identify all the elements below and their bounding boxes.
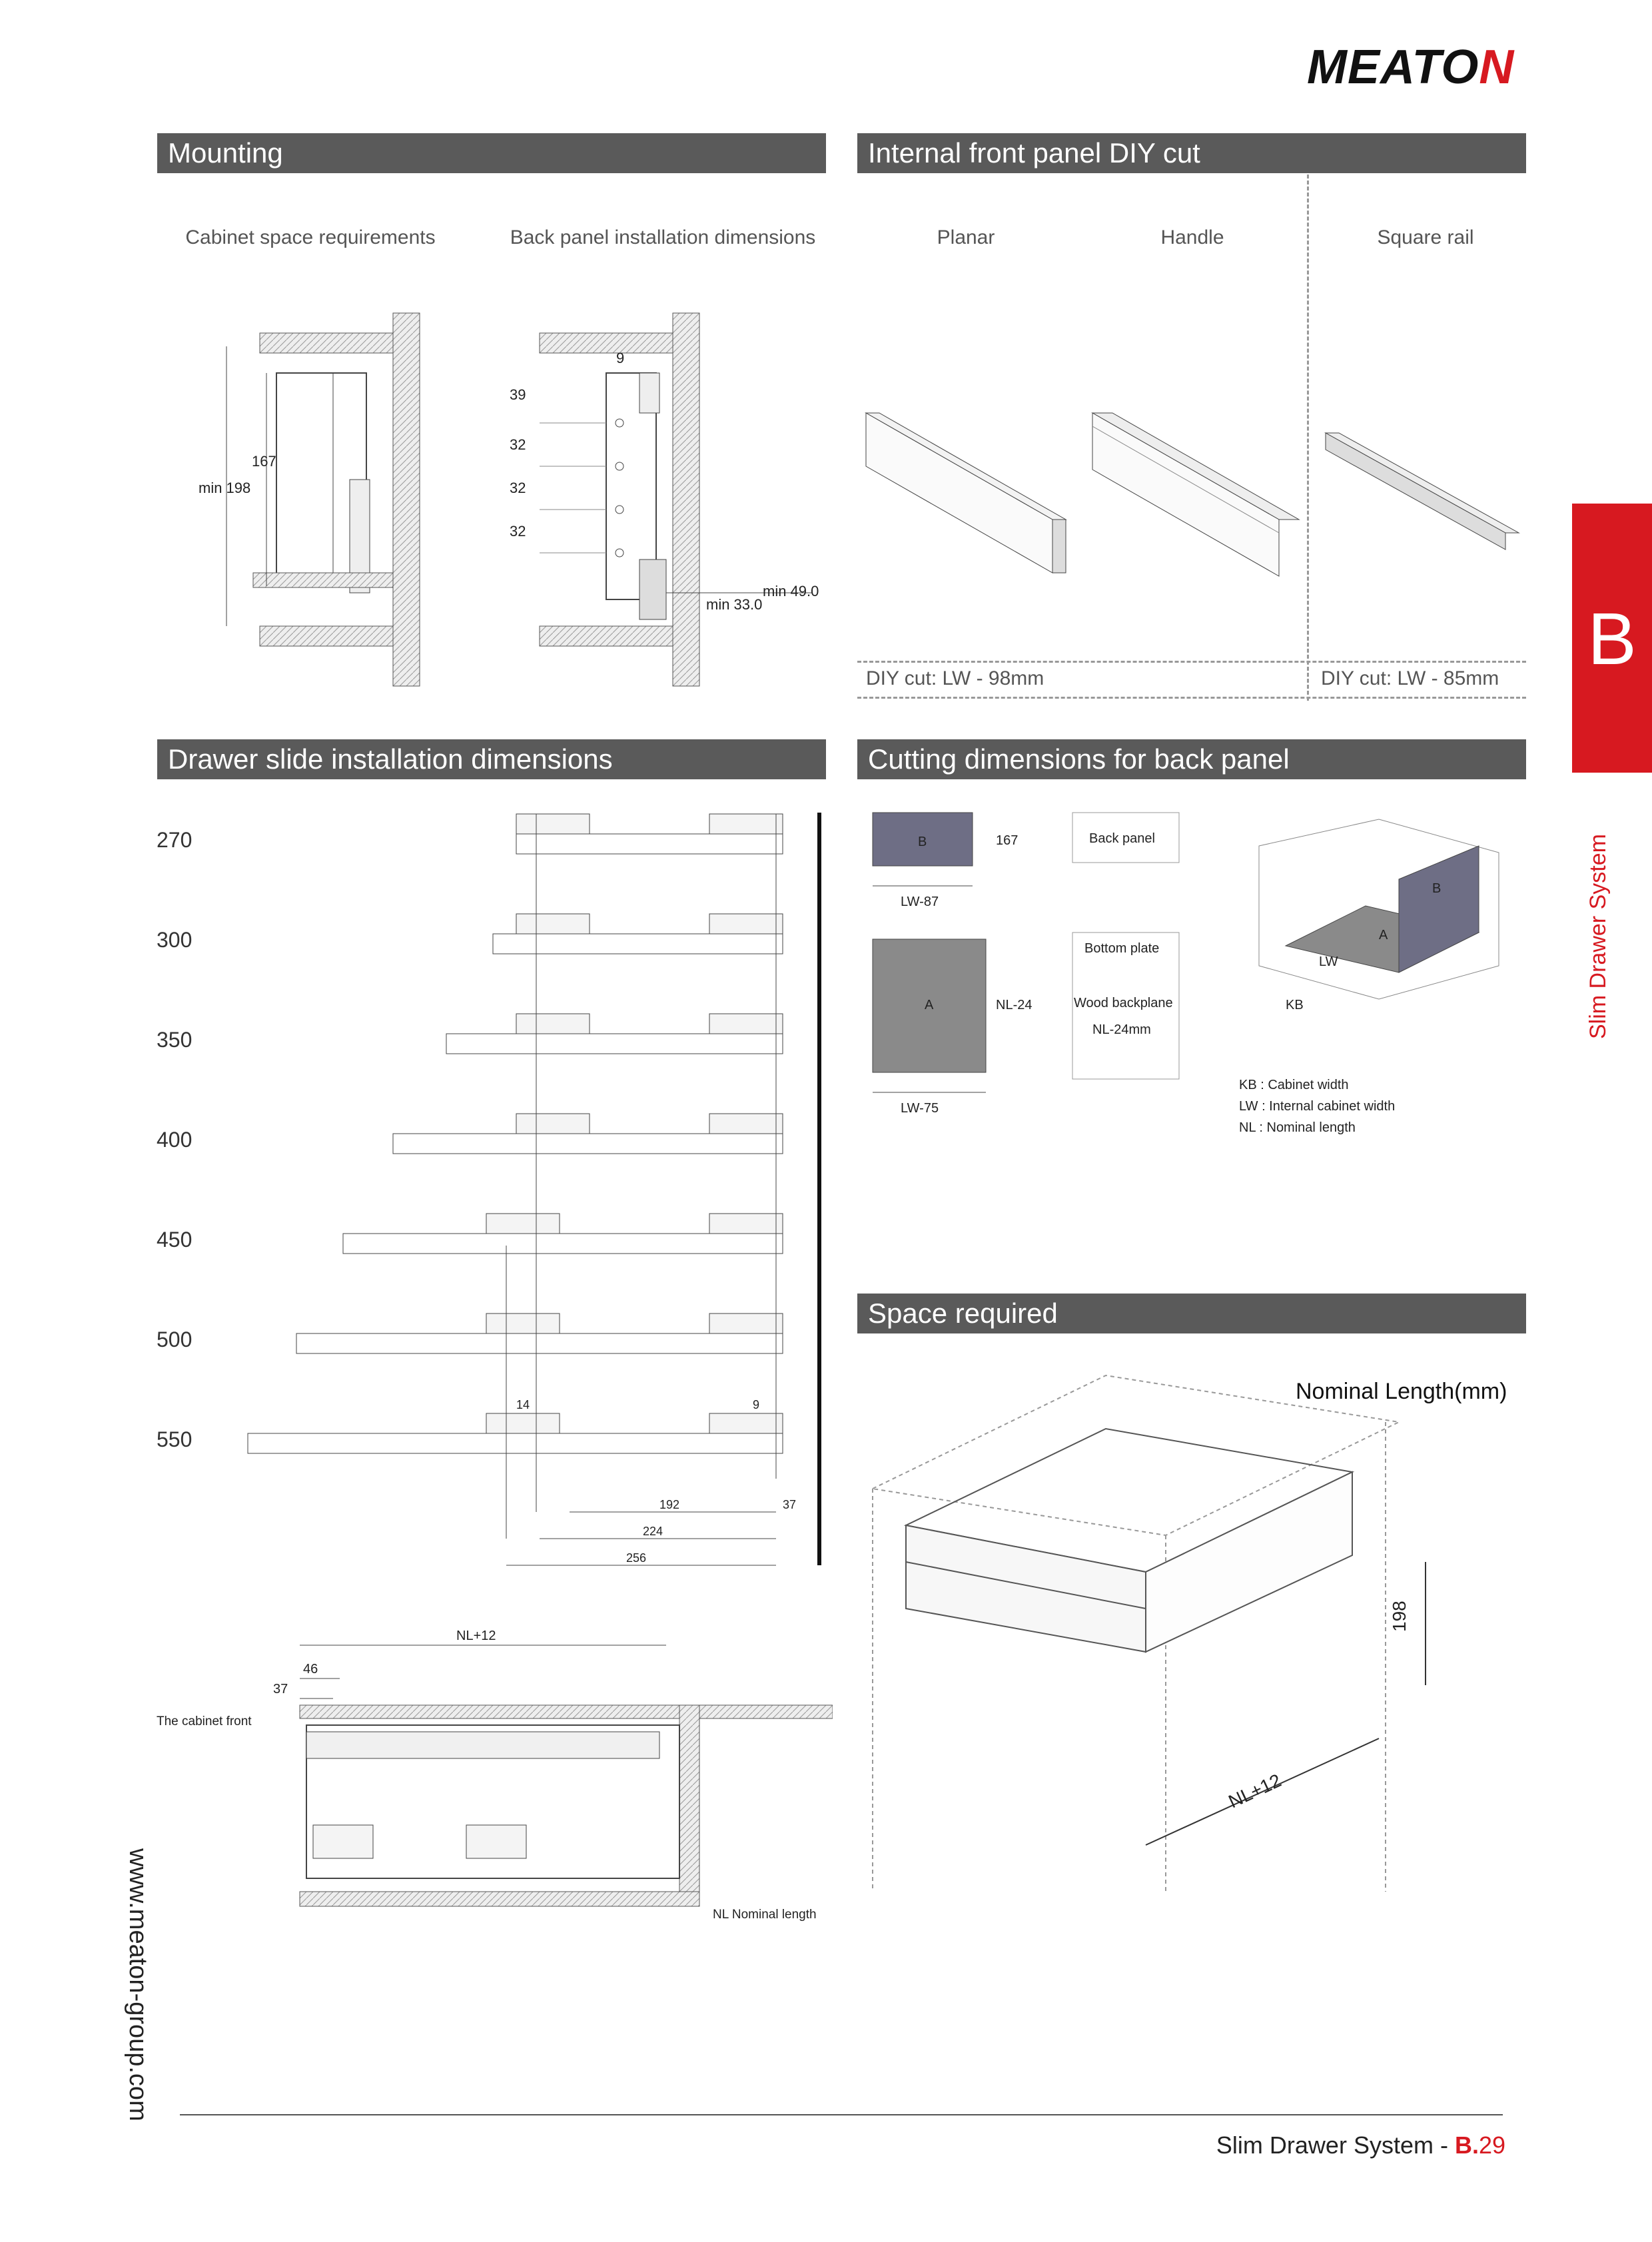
- legend-kb: KB : Cabinet width: [1239, 1078, 1349, 1092]
- dim-167: 167: [252, 453, 276, 470]
- diy-cut-lw98: DIY cut: LW - 98mm: [866, 667, 1044, 689]
- caption-square-rail: Square rail: [1377, 226, 1474, 248]
- size-500: 500: [157, 1327, 193, 1351]
- cabinet-front-drawing: NL+12 46 37 The cabinet front NL Nominal…: [157, 1629, 833, 1922]
- cutting-diagram: B 167 LW-87 A NL-24 LW-75 Back panel Bot…: [872, 812, 1499, 1135]
- dim-37b: 37: [273, 1682, 288, 1696]
- nominal-length-title: Nominal Length(mm): [1296, 1379, 1507, 1404]
- size-550: 550: [157, 1427, 193, 1451]
- dim-37: 37: [783, 1498, 796, 1511]
- iso-B: B: [1432, 881, 1441, 896]
- dim-39: 39: [510, 386, 526, 403]
- diy-panels: [865, 412, 1520, 577]
- caption-planar: Planar: [937, 226, 995, 248]
- side-title: Slim Drawer System: [1585, 834, 1611, 1039]
- dim-9b: 9: [753, 1398, 759, 1411]
- caption-cabinet-space: Cabinet space requirements: [185, 226, 436, 248]
- dim-nl12-space: NL+12: [1225, 1770, 1284, 1812]
- diy-cut-lw85: DIY cut: LW - 85mm: [1321, 667, 1499, 689]
- iso-A: A: [1379, 928, 1388, 942]
- size-270: 270: [157, 828, 193, 852]
- dim-14: 14: [516, 1398, 530, 1411]
- slide-drawings: 14 9 192 37 224 256: [247, 813, 821, 1566]
- iso-LW: LW: [1319, 954, 1338, 969]
- section-tab-B: B: [1572, 504, 1652, 773]
- dim-lw75: LW-75: [901, 1101, 939, 1116]
- dim-nl24: NL-24: [996, 998, 1032, 1012]
- size-350: 350: [157, 1028, 193, 1052]
- label-wood-2: NL-24mm: [1092, 1022, 1151, 1037]
- label-nl-nominal: NL Nominal length: [713, 1908, 817, 1922]
- dim-32c: 32: [510, 523, 526, 540]
- section-mounting: Mounting: [157, 133, 826, 173]
- size-400: 400: [157, 1128, 193, 1152]
- dim-224: 224: [643, 1525, 663, 1538]
- iso-KB: KB: [1286, 998, 1304, 1012]
- dim-lw87: LW-87: [901, 895, 939, 909]
- section-cutting-back: Cutting dimensions for back panel: [857, 739, 1526, 779]
- footer-rule: [180, 2114, 1503, 2115]
- brand-logo: MEATON: [1307, 41, 1515, 94]
- section-space-required: Space required: [857, 1294, 1526, 1333]
- legend-nl: NL : Nominal length: [1239, 1120, 1356, 1135]
- mounting-drawings: 167 min 198 9 39 32 32 32 min 49.0 min 3…: [199, 312, 819, 687]
- label-cabinet-front: The cabinet front: [157, 1714, 252, 1728]
- size-450: 450: [157, 1228, 193, 1252]
- section-slide-install: Drawer slide installation dimensions: [157, 739, 826, 779]
- dim-32a: 32: [510, 436, 526, 453]
- label-wood-1: Wood backplane: [1074, 996, 1173, 1010]
- size-300: 300: [157, 928, 193, 952]
- website-url: www.meaton-group.com: [124, 1848, 152, 2121]
- footer-page: Slim Drawer System - B.29: [1216, 2131, 1505, 2159]
- dim-min49: min 49.0: [763, 583, 819, 599]
- dim-256: 256: [626, 1551, 646, 1565]
- caption-handle: Handle: [1160, 226, 1224, 248]
- diy-divider: [1307, 175, 1309, 701]
- dim-min198: min 198: [199, 480, 250, 496]
- dim-46: 46: [303, 1662, 318, 1677]
- dim-167c: 167: [996, 833, 1018, 848]
- dim-32b: 32: [510, 480, 526, 496]
- dim-min33: min 33.0: [706, 596, 762, 613]
- label-back-panel: Back panel: [1089, 831, 1155, 846]
- dim-9: 9: [616, 350, 624, 366]
- legend-lw: LW : Internal cabinet width: [1239, 1099, 1395, 1114]
- space-required-drawing: 198 NL+12: [870, 1374, 1426, 1892]
- panel-B: B: [918, 835, 927, 849]
- caption-back-panel-install: Back panel installation dimensions: [510, 226, 816, 248]
- dim-nl12: NL+12: [456, 1629, 496, 1643]
- label-bottom-plate: Bottom plate: [1084, 941, 1159, 956]
- panel-A: A: [925, 998, 934, 1012]
- section-diy-cut: Internal front panel DIY cut: [857, 133, 1526, 173]
- dim-198: 198: [1389, 1601, 1410, 1632]
- dim-192: 192: [659, 1498, 679, 1511]
